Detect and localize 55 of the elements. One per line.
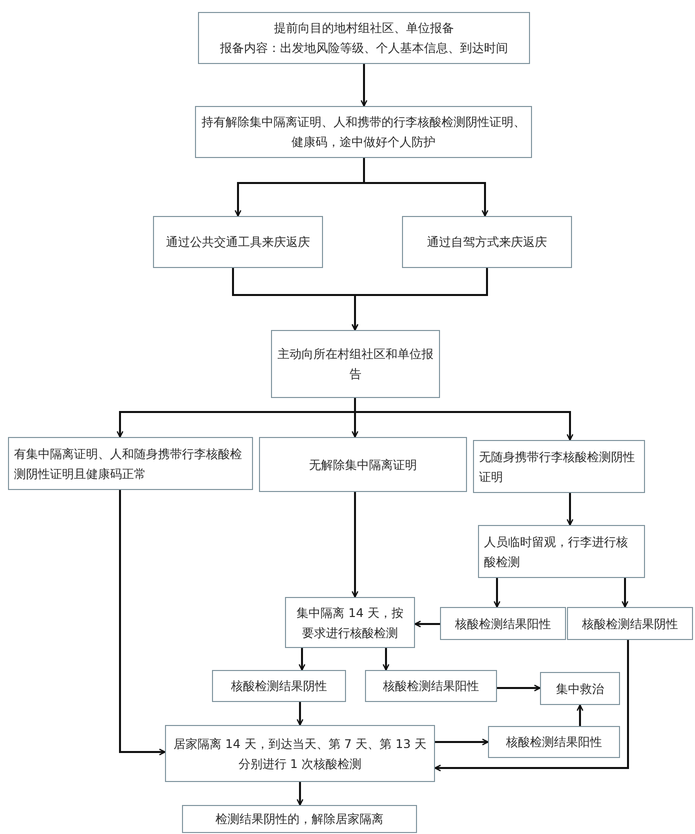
- arrow: [566, 493, 574, 526]
- box-text: 无随身携带行李核酸检测阴性证明: [479, 448, 636, 486]
- process-box: [198, 12, 530, 64]
- process-box: [488, 726, 620, 758]
- process-box: [478, 525, 645, 578]
- box-text: 核酸检测结果阴性: [582, 616, 678, 632]
- process-box: [540, 672, 620, 705]
- arrow: [622, 578, 628, 608]
- arrow: [435, 738, 489, 746]
- process-box: [259, 437, 467, 492]
- arrow: [352, 268, 488, 331]
- arrow: [382, 648, 390, 671]
- box-text: 核酸检测结果阳性: [455, 616, 551, 632]
- arrow: [497, 684, 541, 692]
- process-box: [402, 216, 572, 268]
- process-box: [567, 607, 693, 640]
- process-box: [271, 330, 440, 398]
- box-text: 集中救治: [556, 680, 604, 698]
- box-text: 核酸检测结果阴性: [231, 678, 327, 695]
- box-text: 有集中隔离证明、人和随身携带行李核酸检测阴性证明且健康码正常: [14, 446, 243, 482]
- process-box: [165, 725, 435, 782]
- process-box: [473, 440, 645, 493]
- arrow: [434, 640, 629, 772]
- box-text: 通过公共交通工具来庆返庆: [166, 234, 310, 251]
- process-box: [285, 597, 415, 648]
- box-text: 核酸检测结果阳性: [383, 678, 479, 695]
- box-text: 报备内容：出发地风险等级、个人基本信息、到达时间: [220, 40, 508, 57]
- arrow: [298, 648, 306, 671]
- box-text: 检测结果阴性的，解除居家隔离: [216, 811, 384, 828]
- process-box: [8, 437, 253, 490]
- arrow: [360, 64, 368, 107]
- process-box: [212, 670, 346, 702]
- arrow: [352, 492, 358, 598]
- process-box: [153, 216, 323, 268]
- arrow: [363, 158, 488, 217]
- process-box: [440, 607, 566, 640]
- box-text: 提前向目的地村组社区、单位报备: [274, 20, 454, 37]
- box-text: 无解除集中隔离证明: [309, 456, 417, 474]
- arrow: [494, 578, 500, 608]
- box-text: 居家隔离 14 天，到达当天、第 7 天、第 13 天分别进行 1 次核酸检测: [172, 736, 428, 772]
- box-text: 通过自驾方式来庆返庆: [427, 234, 547, 251]
- box-text: 主动向所在村组社区和单位报告: [277, 346, 434, 383]
- arrow: [414, 620, 440, 628]
- arrow: [576, 704, 584, 726]
- box-text: 人员临时留观，行李进行核酸检测: [484, 534, 629, 570]
- process-box: [195, 106, 532, 158]
- box-text: 持有解除集中隔离证明、人和携带的行李核酸检测阴性证明、健康码，途中做好个人防护: [201, 114, 526, 151]
- arrow: [296, 702, 304, 726]
- process-box: [182, 805, 417, 833]
- arrow: [119, 490, 166, 756]
- box-text: 集中隔离 14 天，按要求进行核酸检测: [296, 604, 404, 642]
- process-box: [365, 670, 497, 702]
- arrow: [354, 398, 574, 441]
- box-text: 核酸检测结果阳性: [506, 734, 602, 751]
- arrow: [296, 782, 304, 806]
